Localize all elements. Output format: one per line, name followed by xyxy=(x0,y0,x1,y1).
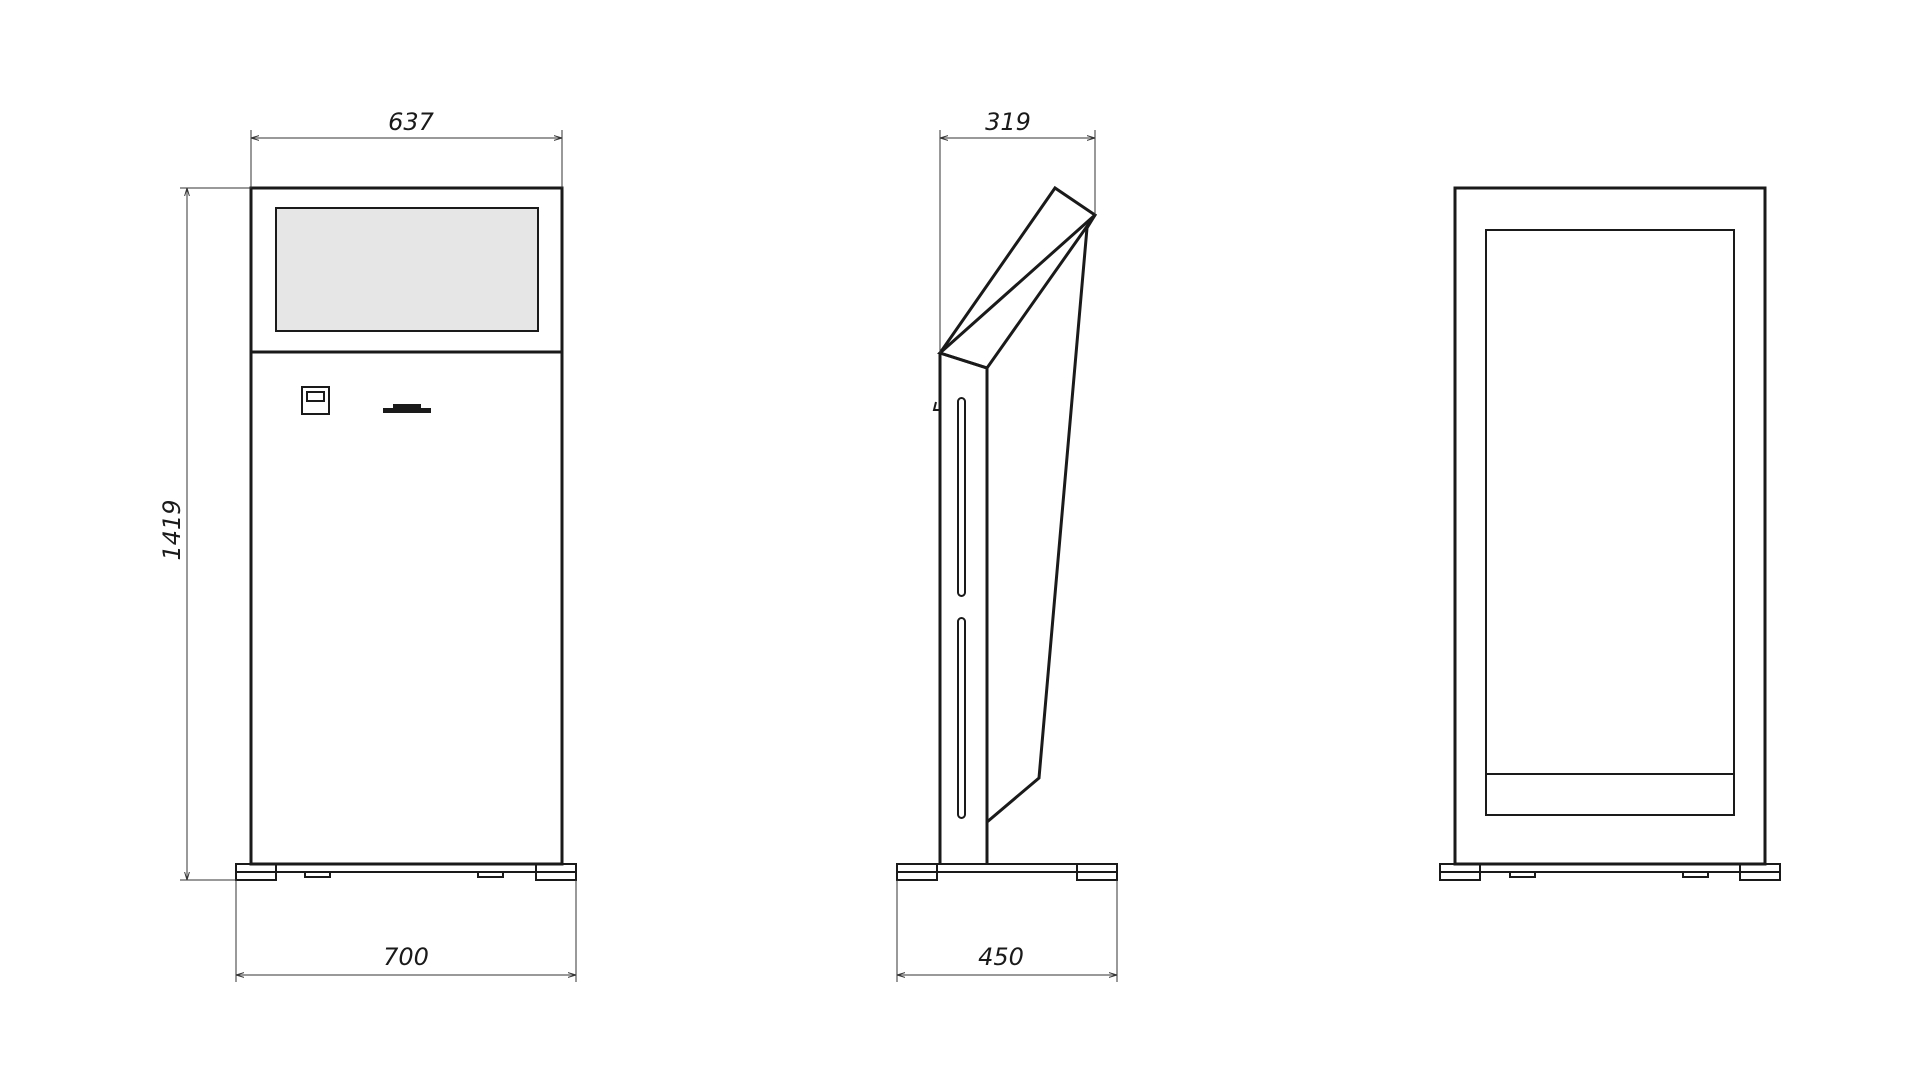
rear-base xyxy=(1439,863,1781,881)
front-base-width-label: 700 xyxy=(383,943,429,971)
side-body-outline xyxy=(937,213,1097,826)
side-base-depth-label: 450 xyxy=(978,943,1024,971)
side-screen-head xyxy=(937,185,1098,370)
front-base xyxy=(235,863,577,881)
side-depth-dimension: 319 xyxy=(939,108,1096,353)
front-width-label: 637 xyxy=(388,108,435,136)
front-height-label: 1419 xyxy=(158,499,186,560)
rear-body-outline xyxy=(1453,186,1767,866)
side-base-depth-dimension: 450 xyxy=(896,880,1118,982)
front-base-width-dimension: 700 xyxy=(235,880,577,982)
front-view xyxy=(235,186,577,881)
rear-view xyxy=(1439,186,1781,881)
front-height-dimension: 1419 xyxy=(158,187,251,881)
rear-panel xyxy=(1485,229,1735,816)
side-depth-label: 319 xyxy=(985,108,1031,136)
side-upper-slot xyxy=(957,397,966,597)
front-width-dimension: 637 xyxy=(250,108,563,188)
side-base xyxy=(896,863,1118,881)
side-lower-slot xyxy=(957,617,966,819)
front-screen xyxy=(275,207,539,332)
card-reader-icon xyxy=(301,386,330,415)
side-view xyxy=(896,185,1118,881)
receipt-slot-icon xyxy=(383,404,431,413)
